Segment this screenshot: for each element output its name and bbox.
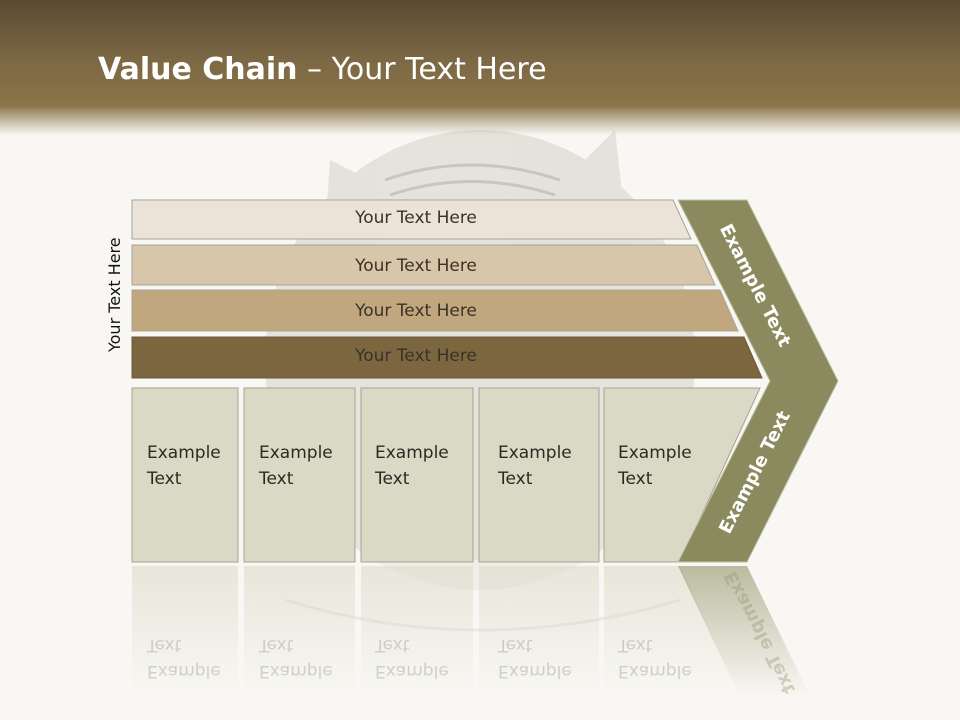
- cell-2-line2: Text: [259, 469, 294, 489]
- cell-1-line1: Example: [147, 443, 221, 463]
- bar-1: [131, 199, 692, 240]
- cell-4-refl-line2: Text: [498, 635, 533, 655]
- bar-2: [131, 244, 716, 286]
- slide-title: Value Chain – Your Text Here: [98, 52, 547, 87]
- bar-4: [131, 336, 763, 379]
- bar-2-label: Your Text Here: [355, 256, 477, 276]
- cell-4-line1: Example: [498, 443, 572, 463]
- cell-3: [360, 387, 474, 563]
- chevron-arrow: [677, 199, 839, 563]
- cell-5-refl-line2: Text: [618, 635, 653, 655]
- cell-1-refl-line2: Text: [147, 635, 182, 655]
- cell-1: [131, 387, 239, 563]
- cell-4-line2: Text: [498, 469, 533, 489]
- cell-2-refl-line1: Example: [259, 661, 333, 681]
- cell-4-refl-line1: Example: [498, 661, 572, 681]
- cell-5-reflection: Example Text: [618, 632, 692, 684]
- bar-1-label: Your Text Here: [355, 208, 477, 228]
- cell-3-refl-line1: Example: [375, 661, 449, 681]
- cell-5-refl-line1: Example: [618, 661, 692, 681]
- title-rest: – Your Text Here: [297, 52, 547, 87]
- cell-3-line2: Text: [375, 469, 410, 489]
- cell-2: [243, 387, 356, 563]
- cell-2-refl-line2: Text: [259, 635, 294, 655]
- cell-1-refl-line1: Example: [147, 661, 221, 681]
- cell-2-reflection: Example Text: [259, 632, 333, 684]
- bar-3: [131, 289, 739, 332]
- cell-3-reflection: Example Text: [375, 632, 449, 684]
- bar-4-label: Your Text Here: [355, 346, 477, 366]
- cell-5-line1: Example: [618, 443, 692, 463]
- cell-4: [478, 387, 600, 563]
- reflection: [132, 566, 810, 696]
- cell-1-line2: Text: [147, 469, 182, 489]
- cell-2-line1: Example: [259, 443, 333, 463]
- cell-4-reflection: Example Text: [498, 632, 572, 684]
- cell-3-line1: Example: [375, 443, 449, 463]
- header-band: [0, 0, 960, 135]
- bar-3-label: Your Text Here: [355, 301, 477, 321]
- cell-3-refl-line2: Text: [375, 635, 410, 655]
- title-bold: Value Chain: [98, 52, 298, 87]
- cell-1-reflection: Example Text: [147, 632, 221, 684]
- cell-5-line2: Text: [618, 469, 653, 489]
